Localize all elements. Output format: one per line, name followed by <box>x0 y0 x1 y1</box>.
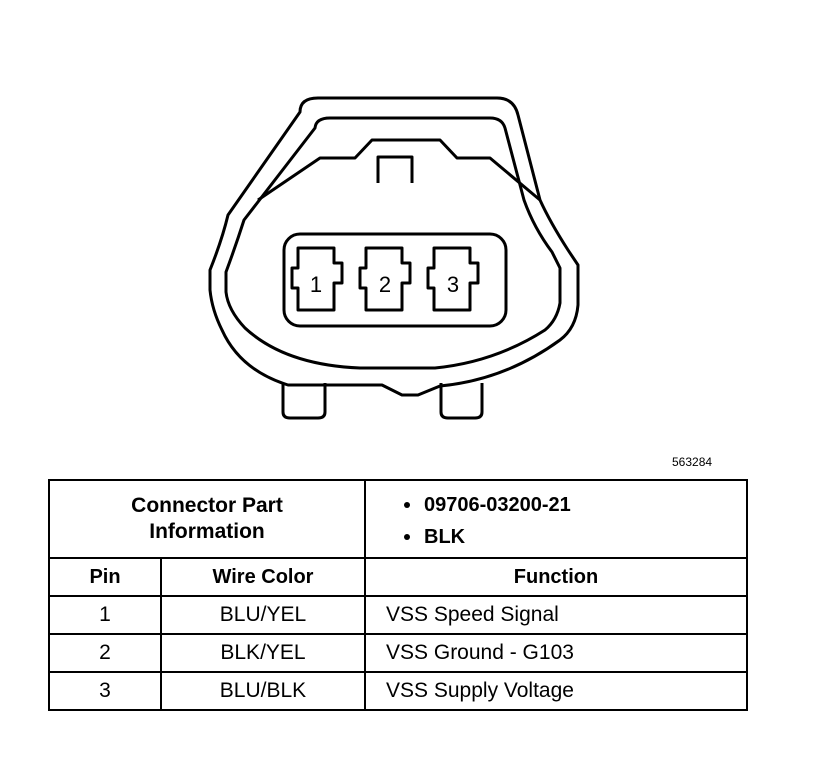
function-cell: VSS Speed Signal <box>364 595 748 635</box>
pin-cavity-1 <box>290 246 344 312</box>
connector-latch <box>257 138 541 202</box>
pin-cavity-frame <box>282 232 508 328</box>
part-number-item: 09706-03200-21 <box>404 489 746 521</box>
pin-label-2: 2 <box>379 272 391 297</box>
table-row: 1 BLU/YEL VSS Speed Signal <box>48 595 748 635</box>
connector-face-diagram: 1 2 3 <box>208 96 580 420</box>
pin-label-3: 3 <box>447 272 459 297</box>
pin-cell: 3 <box>48 671 162 711</box>
pin-label-1: 1 <box>310 272 322 297</box>
function-cell: VSS Ground - G103 <box>364 633 748 673</box>
pin-cell: 2 <box>48 633 162 673</box>
part-number: 09706-03200-21 <box>424 494 571 516</box>
header-wire-color: Wire Color <box>160 557 366 597</box>
connector-info-table: Connector Part Information 09706-03200-2… <box>48 479 748 711</box>
connector-tab-left <box>281 383 327 420</box>
header-pin: Pin <box>48 557 162 597</box>
function-cell: VSS Supply Voltage <box>364 671 748 711</box>
part-info-values-cell: 09706-03200-21 BLK <box>364 479 748 559</box>
pin-cell: 1 <box>48 595 162 635</box>
bullet-icon <box>404 534 410 540</box>
table-row: 3 BLU/BLK VSS Supply Voltage <box>48 671 748 711</box>
bullet-icon <box>404 502 410 508</box>
pin-cavity-3 <box>426 246 480 312</box>
connector-inner-contour <box>224 116 562 370</box>
column-header-row: Pin Wire Color Function <box>48 557 748 597</box>
part-info-label-line2: Information <box>149 520 265 543</box>
wire-color-cell: BLU/YEL <box>160 595 366 635</box>
connector-tab-right <box>439 383 484 420</box>
wire-color-cell: BLK/YEL <box>160 633 366 673</box>
part-info-label-line1: Connector Part <box>131 494 283 517</box>
header-function: Function <box>364 557 748 597</box>
connector-outer-housing <box>208 96 580 397</box>
part-color-item: BLK <box>404 521 746 553</box>
part-color: BLK <box>424 526 466 548</box>
pin-cavity-2 <box>358 246 412 312</box>
wire-color-cell: BLU/BLK <box>160 671 366 711</box>
part-info-row: Connector Part Information 09706-03200-2… <box>48 479 748 559</box>
connector-key-notch <box>376 155 414 183</box>
part-info-label-cell: Connector Part Information <box>48 479 366 559</box>
figure-id: 563284 <box>672 455 713 469</box>
table-row: 2 BLK/YEL VSS Ground - G103 <box>48 633 748 673</box>
